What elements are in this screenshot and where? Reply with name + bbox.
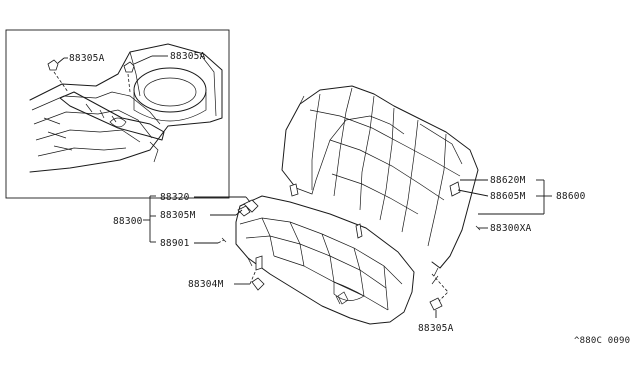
clip-88305A-left: 88305A — [47, 53, 105, 93]
label-88305A-inset-left: 88305A — [69, 53, 105, 64]
inset-frame — [5, 29, 230, 199]
inset-detail-panel: 88305A 88305A — [5, 29, 230, 199]
label-88304M: 88304M — [188, 279, 224, 290]
left-callouts: 88300 88320 88305M 88901 88304M — [113, 192, 257, 290]
label-88300: 88300 — [113, 216, 143, 227]
label-88605M: 88605M — [490, 191, 526, 202]
label-88305A-bottom: 88305A — [418, 323, 454, 334]
label-88620M: 88620M — [490, 175, 526, 186]
seat-back-drawing — [281, 85, 479, 285]
label-88901: 88901 — [160, 238, 190, 249]
label-88305A-inset-right: 88305A — [170, 51, 206, 62]
spare-tire-well — [133, 67, 207, 113]
label-88300XA: 88300XA — [490, 223, 532, 234]
label-88600: 88600 — [556, 191, 586, 202]
clip-88305A-right: 88305A — [123, 51, 206, 93]
label-88320: 88320 — [160, 192, 190, 203]
floor-pan-drawing — [29, 43, 223, 173]
seat-cushion-drawing — [235, 195, 415, 325]
diagram-code: ^880C 0090 — [574, 336, 630, 346]
right-callouts: 88620M 88605M 88600 88300XA 88305A — [418, 175, 586, 334]
label-88305M: 88305M — [160, 210, 196, 221]
